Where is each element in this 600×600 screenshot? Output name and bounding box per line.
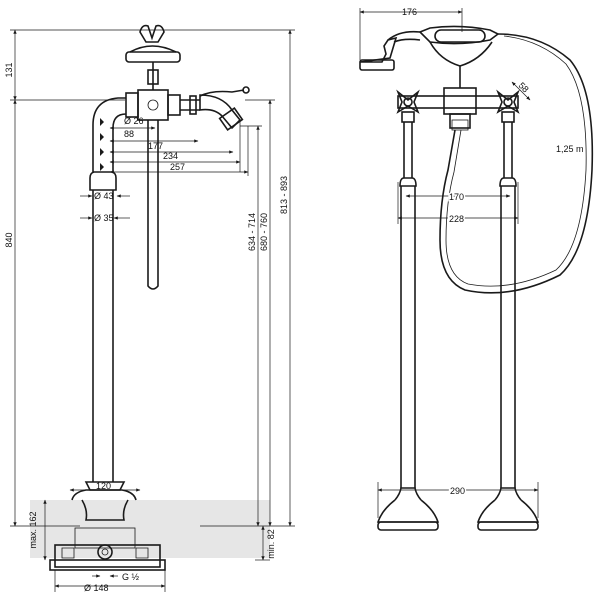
dim-680-760: 680 - 760 [259, 213, 269, 251]
dim-234: 234 [163, 151, 178, 161]
right-cross-handle [496, 89, 520, 123]
top-handle [125, 24, 181, 90]
right-view: 176 58 1,25 m 170 228 290 [359, 7, 594, 531]
stand-pipe [89, 97, 127, 482]
dim-170: 170 [449, 192, 464, 202]
dim-g-half: G ½ [122, 572, 140, 582]
dim-634-714: 634 - 714 [247, 213, 257, 251]
left-cross-handle [396, 89, 420, 123]
dim-290: 290 [450, 486, 465, 496]
shower-cradle [418, 25, 500, 88]
markings [100, 118, 104, 171]
dim-dia-26: Ø 26 [124, 116, 144, 126]
left-view: 131 840 813 - 893 680 - 760 634 - 714 Ø … [4, 24, 295, 593]
right-leg [476, 122, 540, 531]
dim-131: 131 [4, 62, 14, 77]
dim-840: 840 [4, 232, 14, 247]
dim-hose-length: 1,25 m [556, 144, 584, 154]
dim-176: 176 [402, 7, 417, 17]
dim-257: 257 [170, 162, 185, 172]
dim-dia-148: Ø 148 [84, 583, 109, 593]
dim-120: 120 [96, 481, 111, 491]
valve-body [125, 86, 250, 132]
dim-228: 228 [449, 214, 464, 224]
dim-dia-35: Ø 35 [94, 213, 114, 223]
hand-shower [359, 30, 421, 71]
dim-813-893: 813 - 893 [279, 176, 289, 214]
dim-88: 88 [124, 129, 134, 139]
dim-dia-43: Ø 43 [94, 191, 114, 201]
left-leg [376, 122, 440, 531]
dim-max-162: max. 162 [28, 511, 38, 548]
dim-min-82: min. 82 [266, 529, 276, 559]
shower-hose [439, 33, 594, 294]
mixer-body [397, 87, 519, 131]
base-box [49, 527, 166, 571]
floor-step [30, 500, 70, 530]
riser-tube [147, 120, 159, 290]
left-dimensions [10, 29, 295, 592]
dim-177: 177 [148, 141, 163, 151]
right-dimensions [359, 8, 539, 518]
